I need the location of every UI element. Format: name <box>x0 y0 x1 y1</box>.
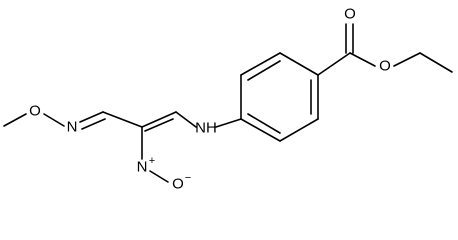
bond <box>215 118 242 128</box>
ring-bond <box>279 52 319 76</box>
bond <box>393 52 421 67</box>
ring-bond <box>240 52 281 76</box>
ester-group <box>317 23 453 76</box>
bond <box>43 113 65 127</box>
chemical-structure: O O NH N O N + O − <box>3 6 453 193</box>
bond <box>102 111 143 128</box>
bond <box>3 113 27 127</box>
bond <box>141 111 177 128</box>
ring-bond <box>279 118 319 142</box>
oxime-nitrogen-label: N <box>67 119 78 136</box>
bond <box>419 52 453 73</box>
oxime-double-bond <box>81 118 106 130</box>
side-chain <box>3 111 177 183</box>
nitro-oxygen-charge: − <box>185 172 191 184</box>
ester-oxygen-label: O <box>379 58 391 75</box>
carbonyl-oxygen-label: O <box>344 6 356 23</box>
nitro-nitrogen-charge: + <box>149 155 155 167</box>
bond <box>175 111 197 128</box>
oxime-double-bond <box>79 111 104 123</box>
nitro-oxygen-label: O <box>172 176 184 193</box>
atom-labels: O O NH N O N + O − <box>29 6 391 193</box>
double-bond <box>144 118 174 132</box>
amine-link <box>175 111 242 128</box>
ring-double-bond <box>247 60 281 81</box>
bond <box>317 52 351 76</box>
ring-double-bond <box>247 113 281 134</box>
bond <box>349 52 376 67</box>
nitro-nitrogen-label: N <box>137 159 148 176</box>
amine-label: NH <box>195 120 217 137</box>
benzene-ring <box>240 52 319 142</box>
bond <box>149 170 169 183</box>
methoxy-oxygen-label: O <box>29 103 41 120</box>
ring-bond <box>240 118 281 142</box>
